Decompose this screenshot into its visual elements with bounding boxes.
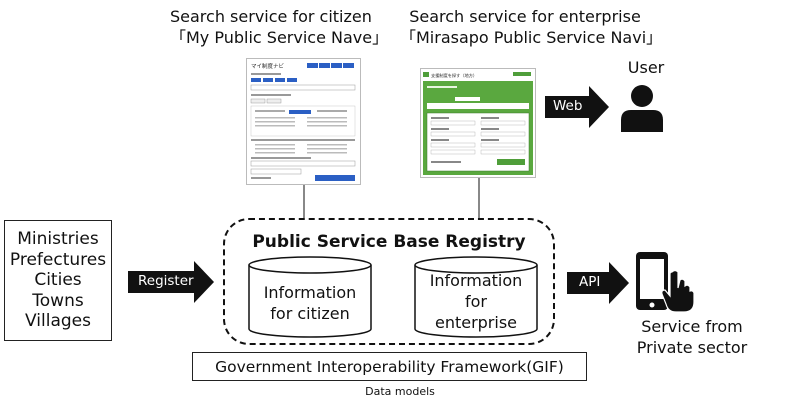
data-models-label: Data models [365,385,435,398]
gif-label: Government Interoperability Framework(GI… [215,357,564,376]
citizen-service-caption: Search service for citizen 「My Public Se… [170,6,389,48]
entity-villages: Villages [25,311,91,332]
user-label: User [627,58,665,77]
citizen-screenshot-title: マイ制度ナビ [251,62,285,70]
api-arrow-shape [567,262,629,304]
public-service-base-registry [223,218,555,345]
user-icon [619,84,665,132]
web-arrow-shape [545,86,609,128]
government-entities-box: Ministries Prefectures Cities Towns Vill… [4,220,112,341]
register-arrow-shape [128,261,214,303]
enterprise-screenshot-graphic: 支援制度を探す（地方） [421,69,535,177]
enterprise-screenshot-title: 支援制度を探す（地方） [431,72,477,79]
smartphone-touch-icon [634,250,696,314]
citizen-database-cylinder [248,256,372,338]
gif-framework-box: Government Interoperability Framework(GI… [192,352,587,381]
api-arrow-label: API [579,274,601,290]
citizen-caption-line1: Search service for citizen [170,7,372,26]
api-arrow: API [567,262,629,304]
enterprise-caption-line2: 「Mirasapo Public Service Navi」 [400,28,663,47]
enterprise-database-cylinder [414,256,538,338]
enterprise-db-line1: Information [429,271,523,290]
citizen-caption-line2: 「My Public Service Nave」 [170,28,389,47]
citizen-screenshot-graphic: マイ制度ナビ [247,59,360,184]
enterprise-database: Information for enterprise [414,256,538,338]
citizen-service-screenshot: マイ制度ナビ [246,58,361,185]
web-arrow-label: Web [553,98,583,114]
enterprise-caption-line1: Search service for enterprise [409,7,641,26]
citizen-connector-line [303,185,305,218]
citizen-database: Information for citizen [248,256,372,338]
enterprise-service-caption: Search service for enterprise 「Mirasapo … [400,6,663,48]
citizen-db-line1: Information [263,283,357,302]
entity-towns: Towns [32,290,84,311]
private-sector-label: Service from Private sector [622,317,762,358]
entity-cities: Cities [34,270,82,291]
registry-title: Public Service Base Registry [252,232,526,252]
enterprise-service-screenshot: 支援制度を探す（地方） [420,68,536,178]
enterprise-connector-line [478,178,480,218]
entity-prefectures: Prefectures [9,249,107,270]
entity-ministries: Ministries [17,229,99,250]
citizen-db-line2: for citizen [270,304,350,323]
enterprise-db-line3: enterprise [434,313,518,332]
register-arrow: Register [128,261,214,303]
register-arrow-label: Register [138,273,194,289]
private-line1: Service from [641,317,743,336]
enterprise-db-line2: for [465,292,487,311]
private-line2: Private sector [636,337,748,357]
web-arrow: Web [545,86,609,128]
